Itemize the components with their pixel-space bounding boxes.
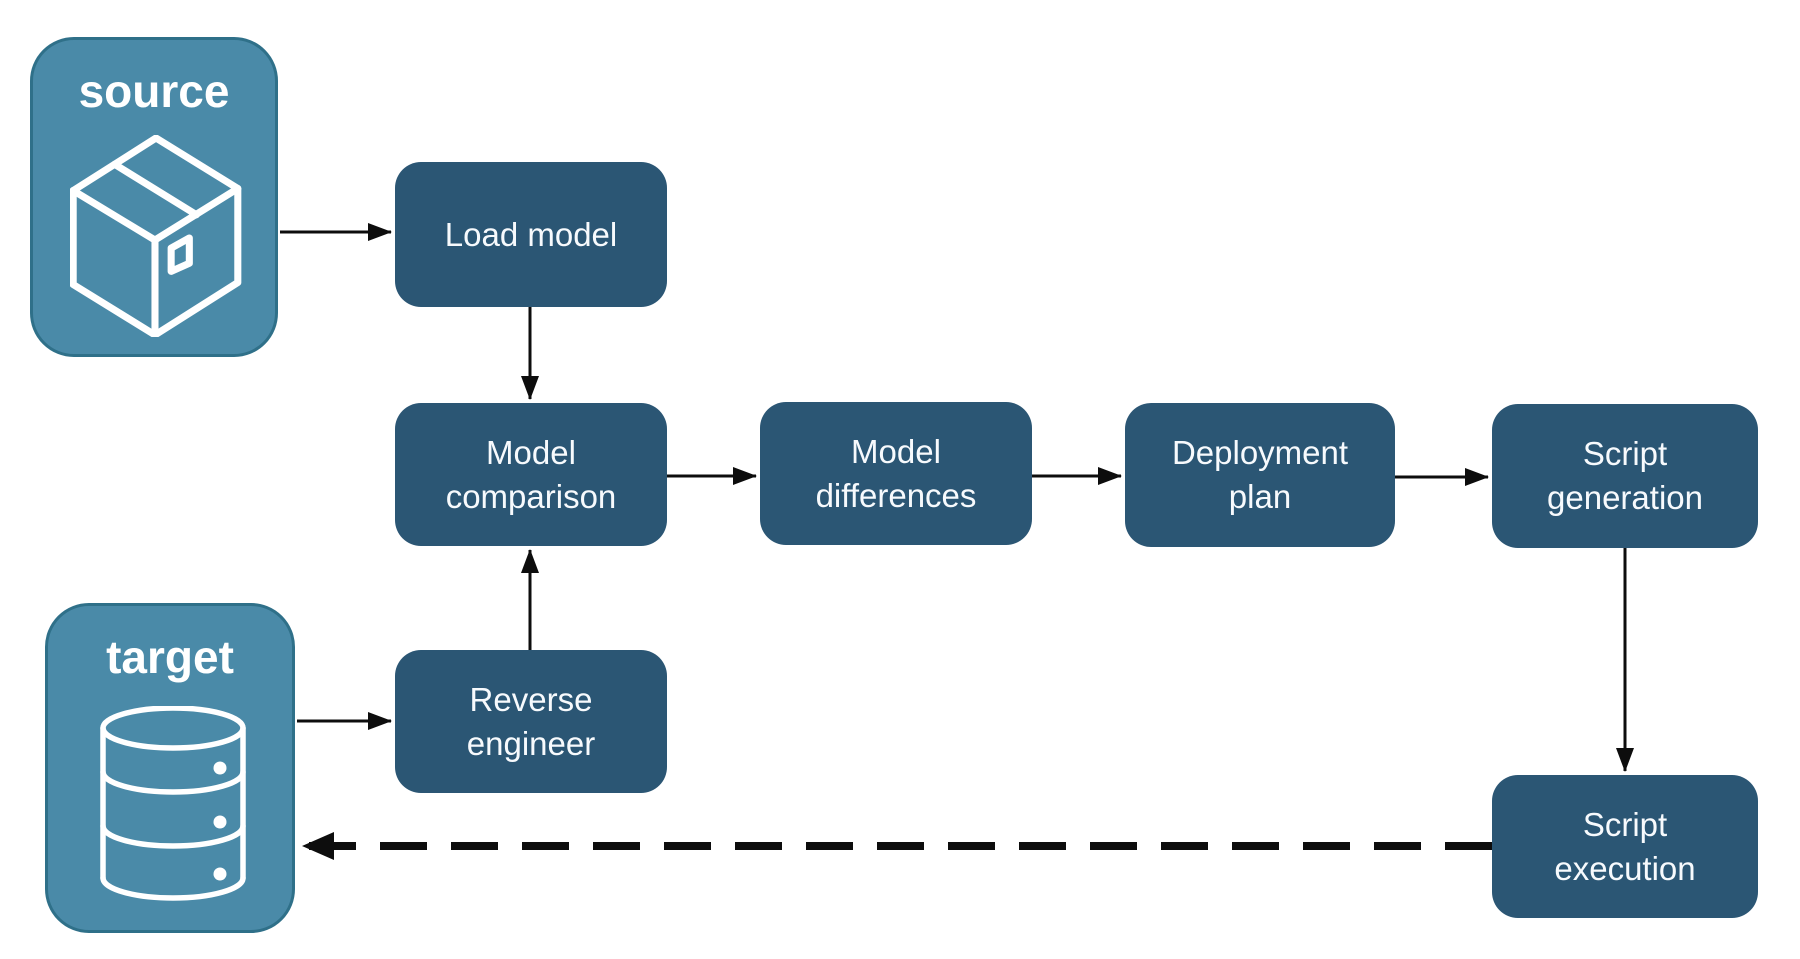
node-label-line: comparison (445, 477, 617, 515)
node-reverse-engineer: Reverse engineer (395, 650, 667, 793)
source-label: source (78, 65, 230, 117)
node-script-execution: Script execution (1492, 775, 1758, 918)
node-model-differences: Model differences (760, 402, 1032, 545)
node-label-line: Load model (444, 215, 618, 253)
package-icon (70, 135, 242, 337)
node-label-line: differences (815, 476, 977, 514)
node-label-line: Model (486, 433, 576, 471)
node-label-line: execution (1554, 849, 1696, 887)
node-label-line: Deployment (1171, 434, 1349, 471)
node-load-model: Load model (395, 162, 667, 307)
node-label-line: Reverse (469, 680, 593, 718)
database-icon (100, 706, 246, 901)
node-label-line: Script (1582, 435, 1668, 472)
target-endpoint: target (45, 603, 295, 933)
node-label-line: Script (1582, 805, 1668, 843)
node-model-comparison: Model comparison (395, 403, 667, 546)
node-label-line: plan (1228, 478, 1292, 515)
target-label: target (106, 631, 234, 683)
node-label-line: Model (851, 432, 941, 470)
node-script-generation: Script generation (1492, 404, 1758, 548)
node-label-line: engineer (466, 724, 596, 762)
source-endpoint: source (30, 37, 278, 357)
node-deployment-plan: Deployment plan (1125, 403, 1395, 547)
node-label-line: generation (1547, 479, 1703, 516)
